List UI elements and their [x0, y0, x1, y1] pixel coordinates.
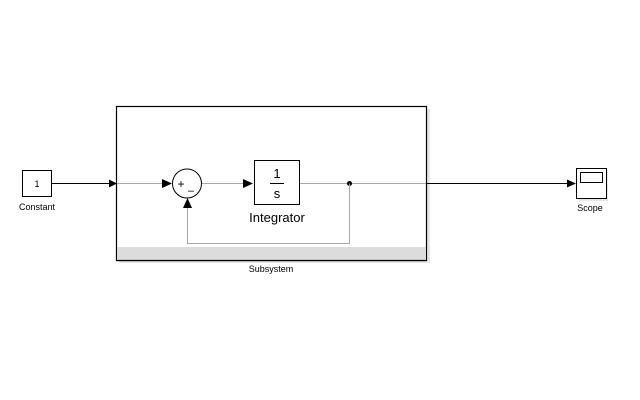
sum-minus-sign: –: [188, 185, 195, 197]
constant-label: Constant: [19, 202, 56, 212]
integrator-denominator: s: [274, 186, 281, 201]
integrator-block[interactable]: 1 s: [254, 160, 300, 205]
scope-screen-icon: [580, 172, 603, 183]
subsystem-label: Subsystem: [249, 264, 294, 274]
scope-block[interactable]: [576, 168, 609, 202]
integrator-numerator: 1: [273, 166, 280, 181]
arrowhead-icon: [567, 179, 576, 188]
arrowhead-icon: [243, 179, 253, 188]
scope-label: Scope: [577, 203, 603, 213]
arrowhead-icon: [109, 179, 117, 188]
subsystem-strip: [117, 247, 426, 260]
sum-block[interactable]: + –: [172, 168, 202, 199]
arrowhead-icon: [162, 179, 172, 188]
sum-plus-sign: +: [177, 177, 184, 191]
constant-block[interactable]: 1: [22, 170, 52, 197]
feedback-line[interactable]: [187, 183, 350, 244]
integrator-label: Integrator: [249, 210, 305, 225]
constant-value: 1: [34, 179, 39, 189]
arrowhead-icon: [183, 198, 192, 208]
